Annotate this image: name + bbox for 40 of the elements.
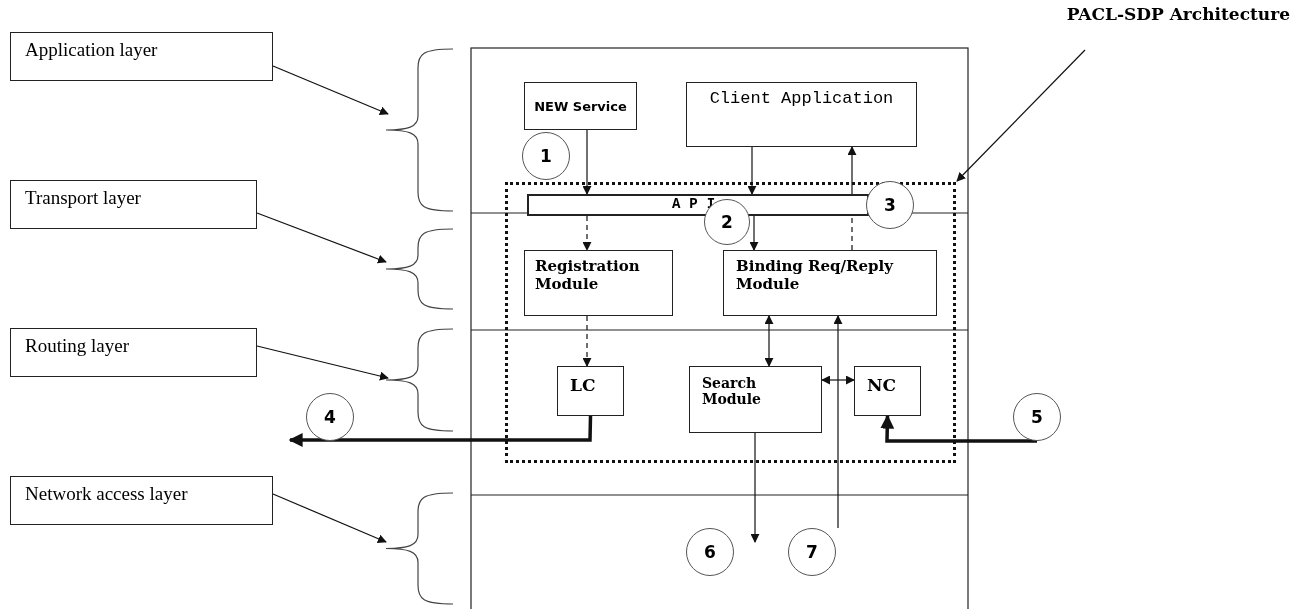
arrow bbox=[582, 129, 592, 195]
layer-label-box: Routing layer bbox=[10, 328, 257, 377]
arrow bbox=[256, 345, 389, 381]
module-box: LC bbox=[557, 366, 624, 416]
curly-brace bbox=[386, 48, 453, 212]
callout-number: 1 bbox=[522, 132, 570, 180]
arrow bbox=[821, 375, 855, 385]
layer-label-box: Application layer bbox=[10, 32, 273, 81]
curly-brace bbox=[386, 228, 453, 310]
layer-label-box: Network access layer bbox=[10, 476, 273, 525]
callout-number: 4 bbox=[306, 393, 354, 441]
callout-number: 6 bbox=[686, 528, 734, 576]
callout-number: 5 bbox=[1013, 393, 1061, 441]
module-box: Search Module bbox=[689, 366, 822, 433]
dotted-boundary-box bbox=[505, 182, 956, 463]
arrow bbox=[582, 215, 592, 251]
callout-number: 7 bbox=[788, 528, 836, 576]
arrow bbox=[747, 146, 757, 195]
arrow bbox=[582, 315, 592, 367]
leader-line bbox=[956, 49, 1086, 182]
arrow bbox=[764, 315, 774, 367]
curly-brace bbox=[386, 492, 453, 605]
curly-brace bbox=[386, 328, 453, 432]
module-box: NC bbox=[854, 366, 921, 416]
arrow bbox=[256, 212, 387, 264]
arrow bbox=[847, 146, 857, 195]
module-box: Registration Module bbox=[524, 250, 673, 316]
arrow bbox=[880, 414, 1037, 443]
service-box: NEW Service bbox=[524, 82, 637, 130]
arrow bbox=[288, 415, 593, 447]
arrow bbox=[272, 65, 389, 116]
arrow bbox=[749, 215, 759, 251]
arrow bbox=[272, 493, 387, 543]
arrow bbox=[750, 432, 760, 543]
layer-label-box: Transport layer bbox=[10, 180, 257, 229]
arrow bbox=[833, 315, 843, 529]
application-box: Client Application bbox=[686, 82, 917, 147]
api-bar: API bbox=[527, 194, 869, 216]
module-box: Binding Req/Reply Module bbox=[723, 250, 937, 316]
title-text: PACL-SDP Architecture bbox=[1000, 4, 1290, 34]
